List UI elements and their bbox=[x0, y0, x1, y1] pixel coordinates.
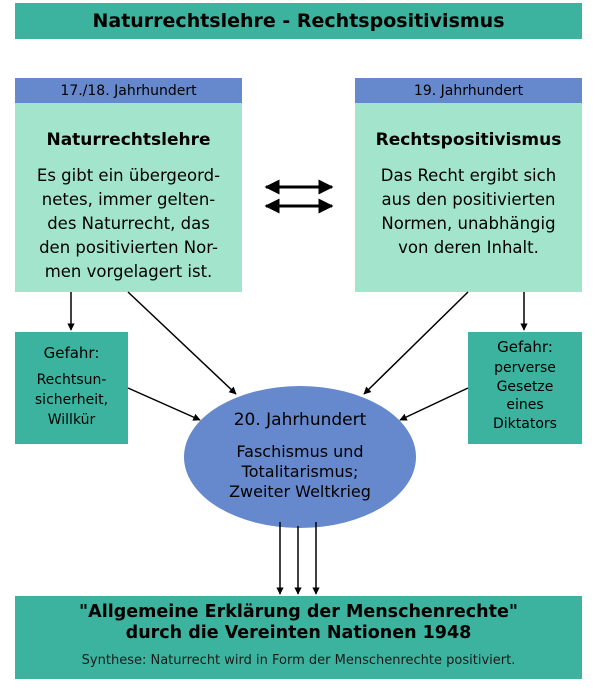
arrow-right-theory-to-ellipse bbox=[363, 291, 469, 395]
arrow-right-danger-to-ellipse bbox=[399, 387, 469, 421]
century-20-ellipse: 20. Jahrhundert Faschismus und Totalitar… bbox=[184, 386, 416, 528]
danger-heading-right: Gefahr: bbox=[497, 338, 553, 356]
danger-heading-left: Gefahr: bbox=[43, 344, 100, 362]
danger-text-right: perverse Gesetze eines Diktators bbox=[493, 360, 557, 432]
result-title: "Allgemeine Erklärung der Menschenrechte… bbox=[79, 602, 518, 643]
ellipse-heading: 20. Jahrhundert bbox=[233, 410, 367, 430]
theory-heading-naturrecht: Naturrechtslehre bbox=[46, 130, 211, 150]
danger-box-right: Gefahr: perverse Gesetze eines Diktators bbox=[468, 332, 582, 444]
theory-text-positivismus: Das Recht ergibt sich aus den positivier… bbox=[380, 166, 557, 257]
theory-box-positivismus: Rechtspositivismus Das Recht ergibt sich… bbox=[355, 103, 582, 292]
diagram-title: Naturrechtslehre - Rechtspositivismus bbox=[15, 3, 582, 39]
danger-box-left: Gefahr: Rechtsun- sicherheit, Willkür bbox=[15, 332, 128, 444]
result-box: "Allgemeine Erklärung der Menschenrechte… bbox=[15, 596, 582, 679]
arrow-left-theory-to-ellipse bbox=[127, 291, 237, 395]
ellipse-text: Faschismus und Totalitarismus; Zweiter W… bbox=[229, 442, 371, 501]
theory-text-naturrecht: Es gibt ein übergeord- netes, immer gelt… bbox=[36, 166, 221, 281]
theory-box-naturrecht: Naturrechtslehre Es gibt ein übergeord- … bbox=[15, 103, 242, 292]
era-label-left: 17./18. Jahrhundert bbox=[15, 78, 242, 103]
era-label-right: 19. Jahrhundert bbox=[355, 78, 582, 103]
theory-heading-positivismus: Rechtspositivismus bbox=[375, 130, 562, 150]
result-synthesis: Synthese: Naturrecht wird in Form der Me… bbox=[81, 653, 516, 668]
danger-text-left: Rechtsun- sicherheit, Willkür bbox=[34, 372, 109, 428]
arrow-left-danger-to-ellipse bbox=[127, 387, 201, 421]
